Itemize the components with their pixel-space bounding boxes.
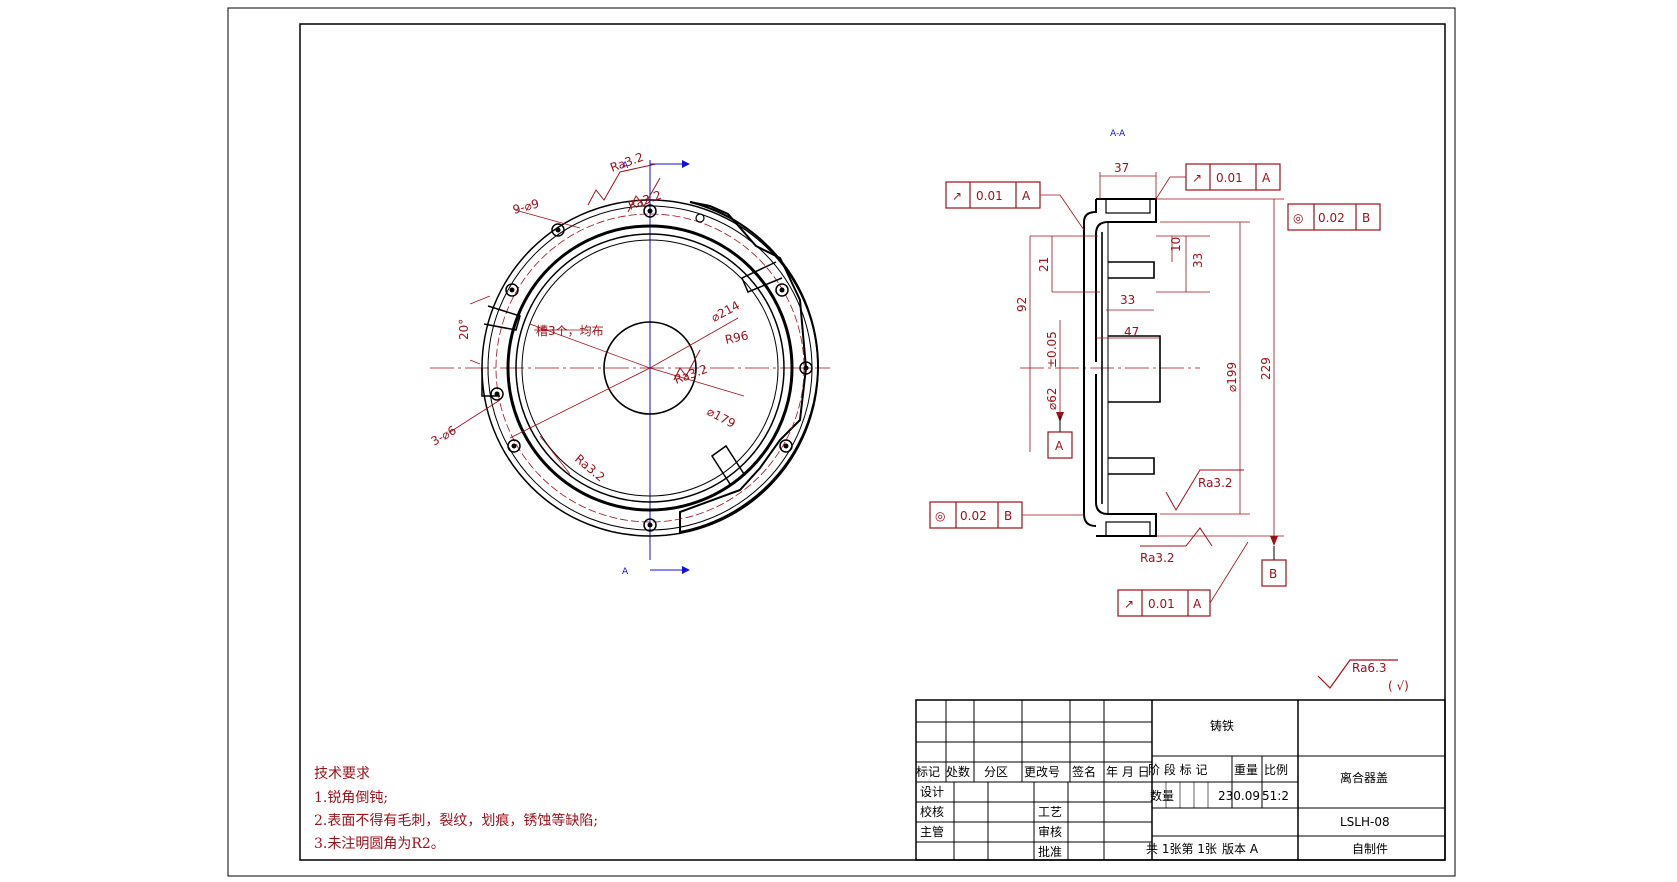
inner-border: [299, 23, 1446, 861]
rough-b: Ra3.2: [1140, 551, 1175, 565]
svg-text:↗: ↗: [1124, 597, 1134, 611]
fcf-bottom: ↗ 0.01 A: [1117, 541, 1249, 617]
fcf-top-left: ↗ 0.01 A: [945, 181, 1085, 231]
svg-text:0.01: 0.01: [1148, 597, 1175, 611]
rough-a: Ra3.2: [1198, 476, 1233, 490]
dim-33-h: 33: [1120, 293, 1135, 307]
role-approve: 批准: [1038, 844, 1062, 859]
label-slots: 槽3个，均布: [536, 324, 604, 338]
hdr-mark: 标记: [916, 765, 940, 779]
hdr-sign: 签名: [1072, 764, 1096, 779]
general-rough-note: ( √): [1388, 679, 1409, 693]
material: 铸铁: [1210, 718, 1234, 733]
tech-requirements: 技术要求 1.锐角倒钝; 2.表面不得有毛刺，裂纹，划痕，锈蚀等缺陷; 3.未注…: [314, 766, 598, 852]
title-block-text: 铸铁 离合器盖 LSLH-08 自制件 标记 处数 分区 更改号 签名 年 月 …: [916, 718, 1390, 859]
role-design: 设计: [920, 785, 944, 799]
tech-title: 技术要求: [314, 766, 370, 782]
role-lead: 主管: [920, 824, 944, 839]
part-name: 离合器盖: [1340, 770, 1388, 785]
dim-47: 47: [1124, 325, 1139, 339]
section-marker-top: A: [622, 161, 629, 171]
dim-92: 92: [1015, 297, 1029, 312]
dim-21: 21: [1037, 257, 1051, 272]
weight-hdr: 重量: [1234, 763, 1258, 777]
section-label: A-A: [1110, 129, 1126, 139]
role-process: 工艺: [1038, 805, 1062, 819]
dim-37: 37: [1114, 161, 1129, 175]
tech-item-1: 1.锐角倒钝;: [314, 790, 388, 806]
scale-value: 51:2: [1262, 789, 1289, 803]
general-rough-value: Ra6.3: [1352, 661, 1387, 675]
hdr-change: 更改号: [1024, 765, 1060, 779]
dia-62: ⌀62: [1045, 388, 1059, 411]
tech-item-2: 2.表面不得有毛刺，裂纹，划痕，锈蚀等缺陷;: [314, 812, 598, 829]
quantity-label: 数量: [1150, 788, 1174, 803]
svg-text:0.02: 0.02: [1318, 211, 1345, 225]
svg-text:A: A: [1022, 189, 1031, 203]
sheet-info: 共 1张第 1张: [1146, 842, 1217, 856]
label-radius: R96: [724, 328, 750, 347]
hdr-count: 处数: [946, 764, 970, 779]
fcf-conc-left: ◎ 0.02 B: [929, 501, 1084, 529]
svg-text:A: A: [1193, 597, 1202, 611]
tol-005: ±0.05: [1045, 331, 1059, 368]
datum-b: B: [1269, 567, 1277, 581]
svg-text:B: B: [1004, 509, 1012, 523]
hdr-zone: 分区: [984, 765, 1008, 779]
section-marker-bottom: A: [622, 567, 629, 577]
title-block: [915, 699, 1446, 861]
section-view: A-A 37 10 3: [929, 129, 1381, 617]
svg-text:0.01: 0.01: [1216, 171, 1243, 185]
dia-199: ⌀199: [1225, 362, 1239, 392]
fcf-conc-right: ◎ 0.02 B: [1287, 203, 1381, 231]
dim-33-v: 33: [1191, 253, 1205, 268]
svg-text:0.02: 0.02: [960, 509, 987, 523]
dim-10: 10: [1169, 237, 1183, 252]
svg-text:↗: ↗: [1192, 171, 1202, 185]
svg-text:0.01: 0.01: [976, 189, 1003, 203]
weight-value: 230.09: [1218, 789, 1260, 803]
role-check: 校核: [920, 804, 944, 819]
svg-text:◎: ◎: [1293, 211, 1303, 225]
stage-hdr: 阶 段 标 记: [1148, 762, 1207, 777]
label-holes: 9-⌀9: [511, 196, 541, 216]
bolt-holes: [490, 204, 813, 532]
general-roughness: Ra6.3 ( √): [1317, 659, 1409, 693]
svg-text:↗: ↗: [952, 189, 962, 203]
tech-item-3: 3.未注明圆角为R2。: [314, 836, 445, 852]
svg-text:A: A: [1262, 171, 1271, 185]
label-angle: 20°: [457, 319, 471, 340]
datum-a: A: [1055, 439, 1064, 453]
hdr-date: 年 月 日: [1106, 765, 1150, 779]
part-type: 自制件: [1352, 842, 1388, 856]
dim-229: 229: [1259, 357, 1273, 380]
outer-border: [227, 7, 1456, 877]
role-review: 审核: [1038, 824, 1062, 839]
fcf-top-right: ↗ 0.01 A: [1155, 163, 1281, 200]
version: 版本 A: [1222, 842, 1259, 856]
scale-hdr: 比例: [1264, 763, 1288, 777]
svg-text:◎: ◎: [935, 509, 945, 523]
svg-text:B: B: [1362, 211, 1370, 225]
drawing-no: LSLH-08: [1340, 815, 1390, 829]
